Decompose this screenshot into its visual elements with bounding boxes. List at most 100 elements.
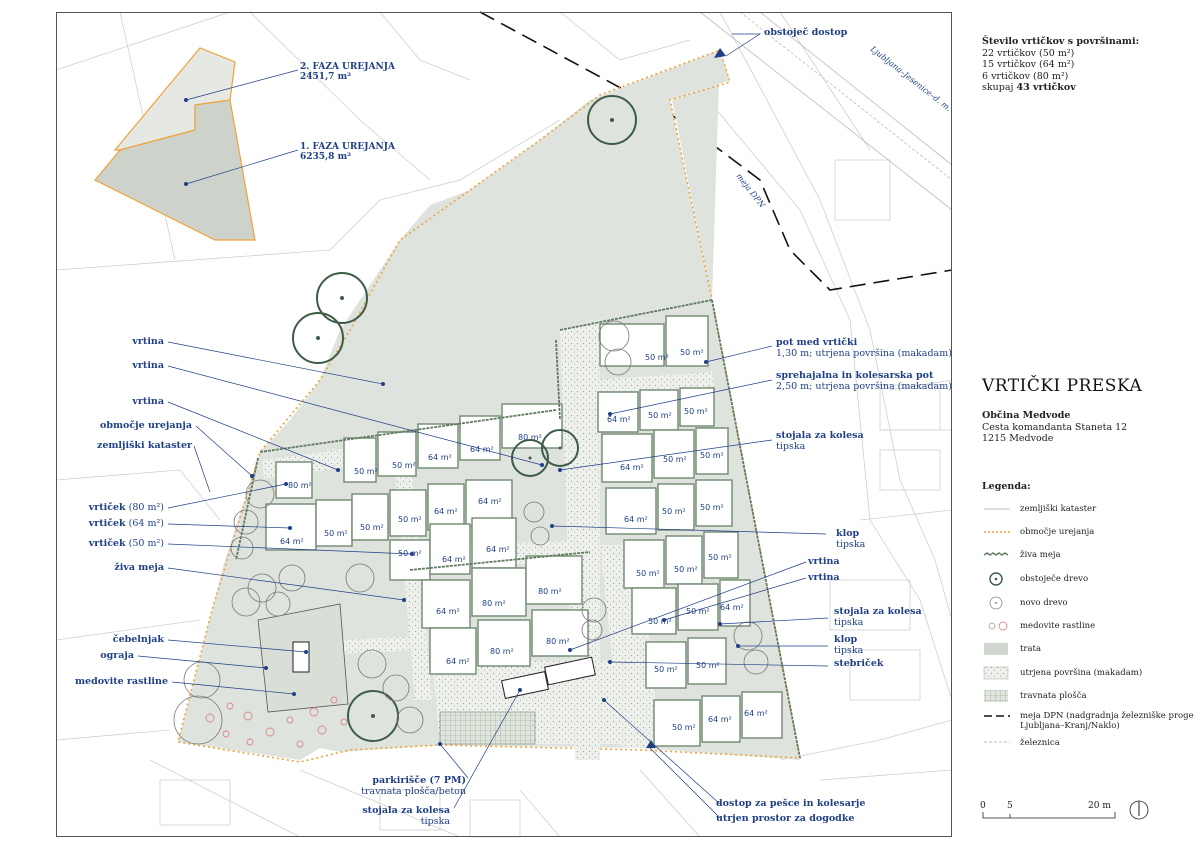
cadastre-lines xyxy=(55,11,953,838)
ped-access-label: dostop za pešce in kolesarje xyxy=(716,798,866,809)
honey-plants-label: medovite rastline xyxy=(74,676,168,687)
plots xyxy=(265,315,783,747)
upper-lawn xyxy=(260,50,730,452)
count-line: 22 vrtičkov (50 m²) xyxy=(982,47,1075,59)
dpn-boundary xyxy=(479,11,953,291)
well-label-2: vrtina xyxy=(132,360,164,371)
legend-item-existing-tree: obstoječe drevo xyxy=(1020,574,1089,584)
legend-item-lawn: trata xyxy=(1020,644,1042,654)
beehive-area xyxy=(257,603,349,713)
cadastre-label: zemljiški kataster xyxy=(96,440,192,451)
plot-label: 50 m² xyxy=(392,461,416,470)
client-name: Občina Medvode xyxy=(982,410,1071,421)
plot-label: 64 m² xyxy=(446,657,470,666)
event-space xyxy=(501,656,596,699)
railway-label: Ljubljana–Jesenice–d. m. xyxy=(868,44,953,113)
scale-tick-20: 20 m xyxy=(1088,801,1111,811)
hedges xyxy=(235,299,801,759)
plot-label: 64 m² xyxy=(720,603,744,612)
legend-item-hedge: živa meja xyxy=(1020,550,1061,560)
existing-access-label: obstoječ dostop xyxy=(764,27,848,38)
count-total: skupaj 43 vrtičkov xyxy=(982,82,1076,93)
scale-tick-5: 5 xyxy=(1007,801,1013,811)
legend-item-honey-plants: medovite rastline xyxy=(1020,621,1096,631)
plot-label: 50 m² xyxy=(700,451,724,460)
legend-title: Legenda: xyxy=(982,481,1031,492)
phase-map xyxy=(94,47,299,241)
plot-label: 50 m² xyxy=(636,569,660,578)
well-label-1: vrtina xyxy=(132,336,164,347)
plot-label: 50 m² xyxy=(680,348,704,357)
plot-label: 50 m² xyxy=(645,353,669,362)
plot-label: 64 m² xyxy=(442,555,466,564)
plot80-label: vrtiček (80 m²) xyxy=(88,502,164,513)
existing-access-arrow xyxy=(714,48,726,58)
plot-label: 64 m² xyxy=(620,463,644,472)
scale-tick-0: 0 xyxy=(980,801,986,811)
plot-label: 50 m² xyxy=(648,411,672,420)
plot-label: 80 m² xyxy=(518,433,542,442)
legend-item-area: območje urejanja xyxy=(1020,527,1095,537)
plot-label: 80 m² xyxy=(482,599,506,608)
plot-label: 50 m² xyxy=(674,565,698,574)
plot-label: 64 m² xyxy=(470,445,494,454)
plot-label: 50 m² xyxy=(684,407,708,416)
plot-label: 64 m² xyxy=(434,507,458,516)
plot-label: 64 m² xyxy=(624,515,648,524)
beehive-label: čebelnjak xyxy=(112,634,164,645)
scale-bar: 0 5 20 m xyxy=(980,801,1116,819)
plot-count-panel: Število vrtičkov s površinami: 22 vrtičk… xyxy=(982,36,1192,94)
honey-plants xyxy=(205,696,348,748)
bollard-label: stebriček xyxy=(834,658,884,669)
plot-label: 50 m² xyxy=(360,523,384,532)
count-line: 15 vrtičkov (64 m²) xyxy=(982,59,1075,70)
plot-label: 64 m² xyxy=(607,415,631,424)
hedge-label: živa meja xyxy=(114,562,164,573)
plot-label: 50 m² xyxy=(398,549,422,558)
count-title: Število vrtičkov s površinami: xyxy=(982,36,1140,47)
gravel-paths xyxy=(262,320,714,760)
plot-label: 50 m² xyxy=(686,607,710,616)
page-title: VRTIČKI PRESKA xyxy=(982,376,1143,396)
plot-label: 64 m² xyxy=(428,453,452,462)
fence-label: ograja xyxy=(100,650,134,661)
plot-label: 80 m² xyxy=(546,637,570,646)
plot-label: 64 m² xyxy=(744,709,768,718)
client-info: Občina Medvode Cesta komandanta Staneta … xyxy=(982,410,1127,445)
parking-label: parkirišče (7 PM)travnata plošča/beton xyxy=(361,775,466,797)
plot-label: 50 m² xyxy=(324,529,348,538)
plot-area-labels: 50 m² 50 m² 64 m² 50 m² 50 m² 64 m² 50 m… xyxy=(280,348,768,732)
existing-trees xyxy=(292,95,637,742)
legend-item-gravel: utrjena površina (makadam) xyxy=(1020,668,1143,678)
client-city: 1215 Medvode xyxy=(982,433,1054,444)
plot-label: 50 m² xyxy=(654,665,678,674)
legend-item-new-tree: novo drevo xyxy=(1020,598,1068,608)
plot-label: 50 m² xyxy=(662,507,686,516)
plot-label: 64 m² xyxy=(280,537,304,546)
parking-grid xyxy=(439,711,536,745)
legend-item-railway: železnica xyxy=(1020,738,1060,748)
plot-label: 80 m² xyxy=(490,647,514,656)
north-arrow-icon xyxy=(1129,800,1149,820)
new-trees xyxy=(173,320,769,745)
plot-label: 50 m² xyxy=(700,503,724,512)
client-street: Cesta komandanta Staneta 12 xyxy=(982,421,1128,433)
plot50-label: vrtiček (50 m²) xyxy=(88,538,164,549)
plot-label: 64 m² xyxy=(708,715,732,724)
count-line: 6 vrtičkov (80 m²) xyxy=(982,70,1069,82)
plot-label: 64 m² xyxy=(486,545,510,554)
railway xyxy=(699,11,953,211)
plot-label: 50 m² xyxy=(672,723,696,732)
legend-symbols xyxy=(983,508,1010,743)
legend-item-grass-grid: travnata plošča xyxy=(1020,691,1087,701)
event-space-label: utrjen prostor za dogodke xyxy=(716,813,855,824)
